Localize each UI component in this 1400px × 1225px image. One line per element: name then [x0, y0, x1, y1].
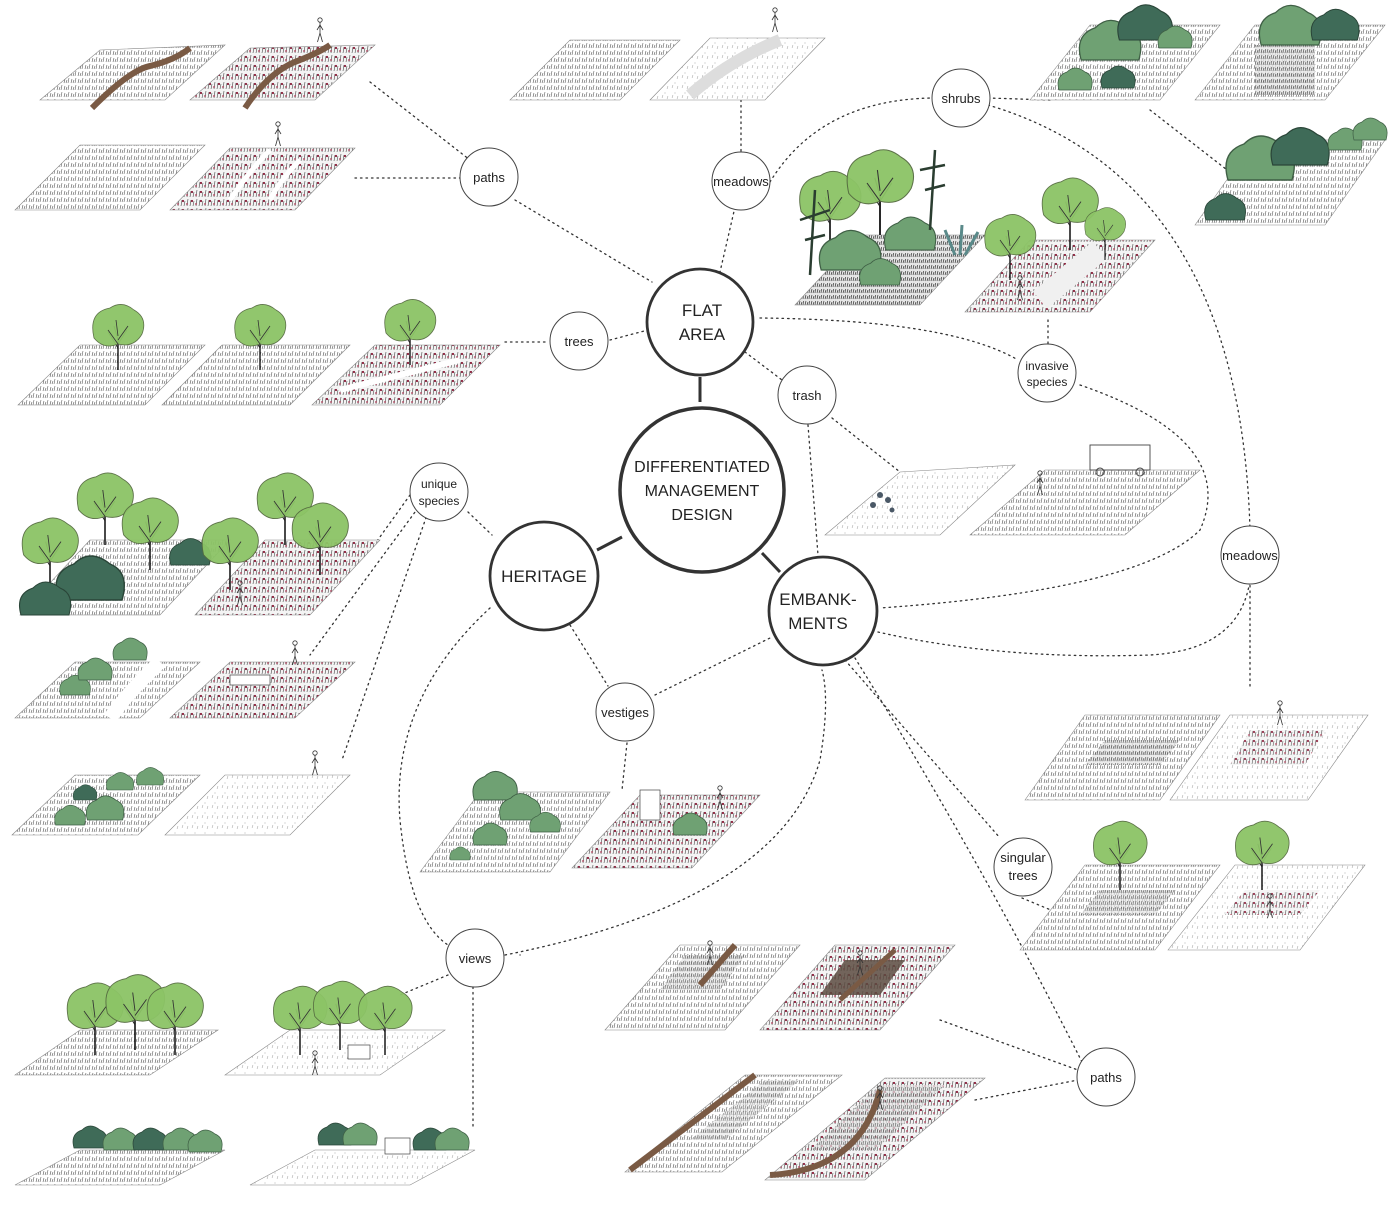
topic-vestiges: vestiges	[595, 682, 655, 742]
tile-singular-2	[1167, 820, 1366, 951]
topic-shrubs: shrubs	[931, 68, 991, 128]
tile-meadows-1	[509, 39, 681, 101]
tile-unique-4	[169, 640, 356, 719]
topic-invasive-species: invasive species	[1017, 343, 1077, 403]
topic-vestiges-label: vestiges	[601, 705, 649, 720]
tile-views-4	[249, 1122, 476, 1186]
heritage-node: HERITAGE	[488, 520, 600, 632]
tile-unique-3	[14, 637, 201, 723]
tile-meadows-right-2	[1169, 700, 1369, 801]
main-connectors	[596, 377, 782, 574]
tile-unique-5	[11, 767, 201, 836]
center-label-line3: DESIGN	[671, 507, 732, 524]
tile-views-1	[14, 973, 219, 1076]
tile-trees-2	[161, 303, 351, 406]
tile-paths-bottom-1	[604, 940, 801, 1031]
topic-meadows-top: meadows	[711, 151, 771, 211]
topic-meadows-top-label: meadows	[713, 174, 769, 189]
topic-singular-label-line1: singular	[1000, 850, 1046, 865]
tile-vestiges-2	[571, 785, 761, 869]
topic-trees: trees	[549, 311, 609, 371]
topic-singular-trees: singular trees	[993, 837, 1053, 897]
tile-paths-1	[39, 44, 226, 111]
embankments-label-line1: EMBANK-	[779, 590, 856, 609]
topic-paths-top-label: paths	[473, 170, 505, 185]
topic-trash: trash	[777, 365, 837, 425]
tile-paths-bottom-2	[759, 944, 956, 1031]
embankments-node: EMBANK- MENTS	[767, 555, 879, 667]
tile-views-2	[224, 980, 446, 1076]
center-label-line1: DIFFERENTIATED	[634, 459, 770, 476]
topic-meadows-right-label: meadows	[1222, 548, 1278, 563]
topic-trash-label: trash	[793, 388, 822, 403]
tile-trees-3	[311, 298, 501, 406]
flat-area-node: FLAT AREA	[645, 267, 755, 377]
topic-singular-label-line2: trees	[1009, 868, 1038, 883]
topic-unique-label-line2: species	[419, 494, 460, 508]
tile-invasive-1	[794, 148, 986, 306]
topic-views: views	[445, 928, 505, 988]
embankments-label-line2: MENTS	[788, 614, 848, 633]
topic-meadows-right: meadows	[1220, 525, 1280, 585]
connector-lines	[309, 81, 1251, 1129]
tile-paths-3	[14, 144, 206, 211]
topic-paths-bottom-label: paths	[1090, 1070, 1122, 1085]
tile-trash-1	[824, 464, 1016, 536]
tile-paths-2	[189, 17, 376, 110]
topic-paths-top: paths	[459, 147, 519, 207]
flat-area-label-line1: FLAT	[682, 301, 722, 320]
tile-unique-2	[194, 472, 381, 616]
center-label-line2: MANAGEMENT	[645, 483, 760, 500]
tile-unique-6	[164, 750, 351, 836]
topic-invasive-label-line1: invasive	[1025, 359, 1069, 373]
topic-paths-bottom: paths	[1076, 1047, 1136, 1107]
tile-paths-4	[169, 121, 356, 211]
tile-trees-1	[17, 303, 206, 406]
tile-shrubs-2	[1194, 4, 1386, 101]
tile-shrubs-1	[1029, 4, 1221, 101]
tile-vestiges-1	[419, 770, 611, 873]
illustrations	[11, 4, 1388, 1186]
tile-trash-2	[969, 444, 1201, 536]
tile-unique-1	[18, 472, 231, 616]
tile-meadows-right-1	[1024, 714, 1221, 801]
center-node: DIFFERENTIATED MANAGEMENT DESIGN	[618, 406, 786, 574]
tile-meadows-2	[649, 7, 826, 101]
topic-views-label: views	[459, 951, 492, 966]
tile-paths-bottom-3	[624, 1072, 843, 1173]
tile-paths-bottom-4	[764, 1077, 986, 1181]
topic-trees-label: trees	[565, 334, 594, 349]
tile-singular-1	[1019, 820, 1221, 951]
flat-area-label-line2: AREA	[679, 325, 726, 344]
topic-unique-label-line1: unique	[421, 477, 457, 491]
topic-invasive-label-line2: species	[1027, 375, 1068, 389]
topic-unique-species: unique species	[409, 462, 469, 522]
tile-invasive-2	[964, 177, 1156, 313]
topic-shrubs-label: shrubs	[941, 91, 981, 106]
tile-shrubs-3	[1194, 117, 1388, 226]
tile-views-3	[14, 1125, 226, 1186]
heritage-label: HERITAGE	[501, 567, 587, 586]
